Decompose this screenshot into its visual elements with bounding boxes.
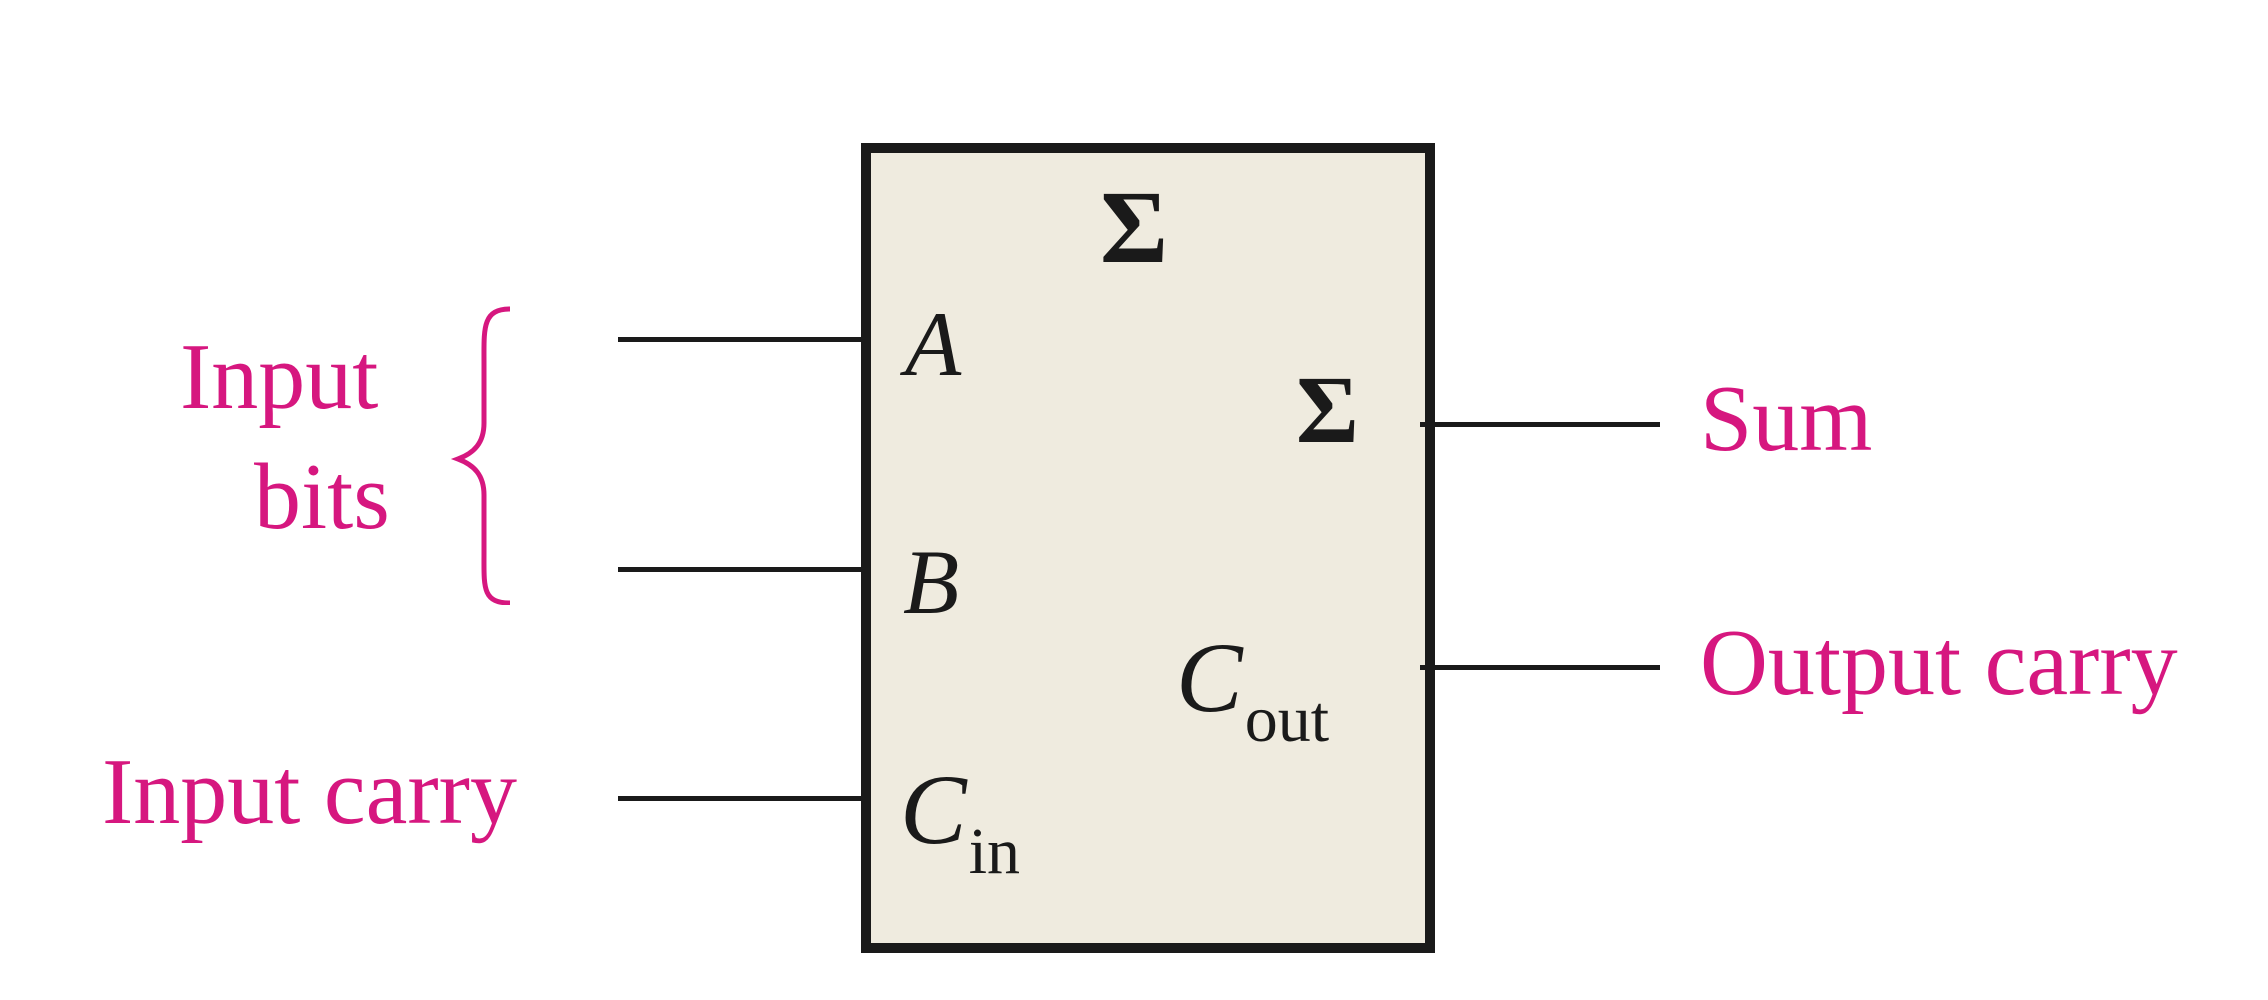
- pin-b-label: B: [903, 531, 960, 633]
- output-carry-label: Output carry: [1700, 611, 2178, 715]
- input-b-wire: [618, 567, 866, 572]
- pin-cout-subscript: out: [1244, 683, 1330, 756]
- input-carry-wire: [618, 796, 866, 801]
- sum-output-label: Sum: [1700, 367, 1873, 471]
- input-a-wire: [618, 337, 866, 342]
- input-bits-label-line2: bits: [254, 445, 390, 549]
- pin-cout-label: Cout: [1176, 628, 1329, 753]
- input-carry-label: Input carry: [102, 740, 517, 844]
- input-bits-label-line1: Input: [180, 325, 379, 429]
- pin-cin-label: Cin: [900, 760, 1020, 885]
- block-symbol-sigma: Σ: [1100, 170, 1168, 285]
- input-bits-brace: [450, 306, 511, 605]
- pin-cin-main: C: [900, 754, 967, 865]
- pin-a-label: A: [905, 293, 962, 395]
- adder-block: [861, 143, 1435, 953]
- pin-sum-label: Σ: [1296, 356, 1359, 463]
- carry-output-wire: [1420, 665, 1660, 670]
- sum-output-wire: [1420, 422, 1660, 427]
- pin-cin-subscript: in: [968, 815, 1021, 888]
- pin-cout-main: C: [1176, 622, 1243, 733]
